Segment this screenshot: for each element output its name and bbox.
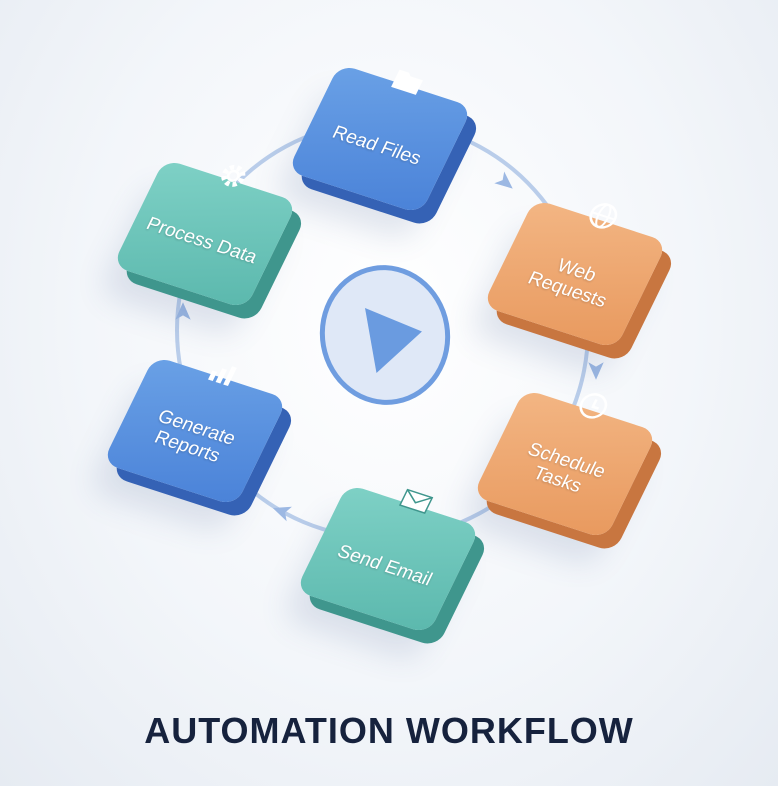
arrow-icon xyxy=(491,168,522,199)
step-label: Send Email xyxy=(334,540,436,590)
arrow-icon xyxy=(172,300,194,322)
folder-icon xyxy=(385,60,432,101)
envelope-icon xyxy=(393,480,440,521)
step-schedule-tasks: Schedule Tasks xyxy=(472,388,658,540)
play-icon xyxy=(365,299,428,374)
step-label: Read Files xyxy=(329,121,425,169)
arrow-icon xyxy=(585,360,607,382)
step-send-email: Send Email xyxy=(295,483,481,635)
step-label: Web Requests xyxy=(524,255,611,312)
step-generate-reports: Generate Reports xyxy=(102,355,288,507)
arrow-icon xyxy=(267,497,295,525)
step-web-requests: Web Requests xyxy=(482,198,668,350)
step-read-files: Read Files xyxy=(287,63,473,215)
clock-icon xyxy=(570,385,617,426)
globe-icon xyxy=(580,195,627,236)
step-process-data: Process Data xyxy=(112,158,298,310)
step-label: Schedule Tasks xyxy=(524,439,609,497)
gear-icon xyxy=(210,155,257,196)
diagram-title: AUTOMATION WORKFLOW xyxy=(144,710,634,751)
bar-chart-icon xyxy=(200,352,247,393)
step-label: Generate Reports xyxy=(150,406,239,467)
step-label: Process Data xyxy=(143,213,261,268)
